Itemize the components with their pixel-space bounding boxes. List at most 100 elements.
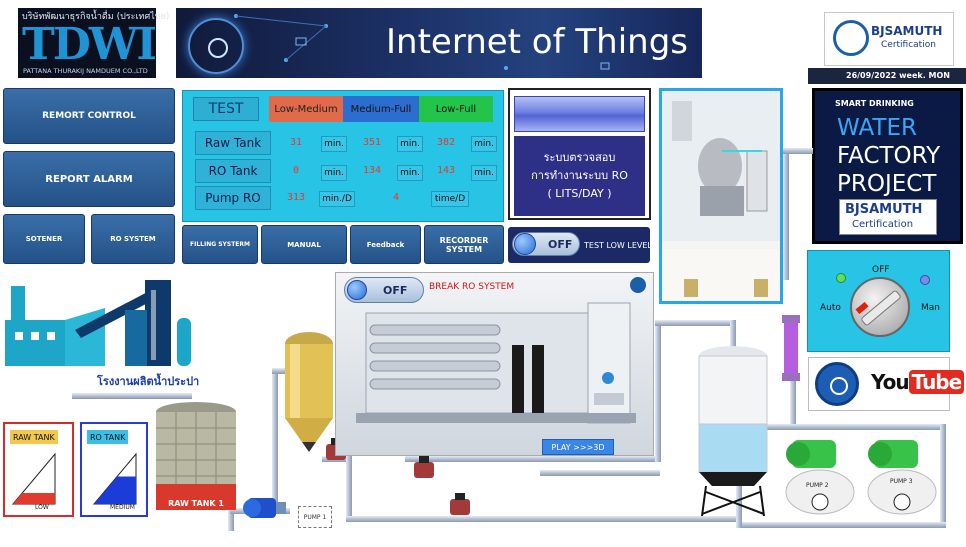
test-low-level-toggle[interactable]: OFF TEST LOW LEVEL [508, 227, 652, 263]
ro-tank-unit-2: min. [397, 165, 423, 181]
pump-ro-times-value: 4 [392, 191, 400, 203]
factory-caption: โรงงานผลิตน้ำประปา [97, 375, 200, 388]
water-factory-icon [5, 280, 191, 366]
selector-dial[interactable] [850, 277, 910, 337]
header-medium-full: Medium-Full [343, 96, 419, 122]
raw-tank-medium-full-value: 351 [362, 136, 382, 148]
pipe [272, 370, 278, 510]
date-display: 26/09/2022 week. MON [808, 68, 966, 84]
sotener-button[interactable]: SOTENER [3, 214, 85, 264]
raw-level-gauge [11, 452, 56, 505]
raw-tank-unit-3: min. [471, 136, 497, 152]
row-label-pump-ro: Pump RO [195, 186, 271, 210]
test-panel: TEST Low-Medium Medium-Full Low-Full Raw… [182, 90, 504, 222]
smart-tag: SMART DRINKING [835, 99, 914, 108]
selector-man-label: Man [921, 303, 940, 313]
pipe [790, 378, 796, 428]
smart-water-panel: SMART DRINKING WATER FACTORY PROJECT BJS… [812, 88, 963, 244]
ro-system-button[interactable]: RO SYSTEM [91, 214, 175, 264]
banner-title: Internet of Things [386, 22, 688, 62]
pump-1-icon [243, 498, 286, 518]
pump-ro-minutes-value: 313 [286, 191, 306, 203]
feedback-button[interactable]: Feedback [350, 225, 421, 264]
break-ro-label: BREAK RO SYSTEM [429, 282, 515, 292]
pipe [783, 150, 789, 280]
play-3d-button[interactable]: PLAY >>>3D [542, 439, 614, 455]
raw-tank-level-box: RAW TANK LOW [3, 422, 74, 517]
man-indicator-icon [920, 275, 930, 285]
pipe [540, 470, 660, 476]
youtube-you: You [871, 370, 910, 394]
raw-tank-unit-1: min. [321, 136, 347, 152]
remort-control-button[interactable]: REMORT CONTROL [3, 88, 175, 144]
selector-auto-label: Auto [820, 303, 841, 313]
test-low-level-label: TEST LOW LEVEL [584, 241, 652, 250]
pump-2-label: PUMP 2 [806, 482, 829, 489]
pump-ro-unit-2: time/D [431, 191, 469, 207]
pipe [736, 522, 946, 528]
smart-line-project: PROJECT [837, 171, 937, 197]
panel-logo-cert: Certification [852, 219, 914, 230]
ro-machine-view: OFF BREAK RO SYSTEM PLAY >>>3D [335, 272, 654, 456]
smart-line-factory: FACTORY [837, 143, 941, 169]
cert-sub: Certification [881, 40, 936, 50]
smart-line-water: WATER [837, 115, 917, 141]
manual-button[interactable]: MANUAL [261, 225, 347, 264]
pipe [405, 456, 655, 462]
bjsamuth-logo-panel: BJSAMUTH Certification [839, 199, 937, 235]
valve-icon [414, 456, 434, 478]
pipe [730, 320, 736, 350]
uv-filter-icon [782, 315, 800, 381]
ro-check-panel: ระบบตรวจสอบ การทำงานระบบ RO ( LITS/DAY ) [508, 88, 651, 220]
raw-tank-low-medium-value: 31 [289, 136, 303, 148]
camera-view [659, 88, 783, 304]
toggle-knob [514, 233, 536, 255]
pipe [346, 516, 736, 522]
header-low-medium: Low-Medium [269, 96, 343, 122]
pump-ro-unit-1: min./D [319, 191, 355, 207]
break-ro-toggle[interactable]: OFF [344, 277, 424, 303]
ro-tank-low-full-value: 143 [436, 164, 456, 176]
ro-tank-level-box: RO TANK MEDIUM [80, 422, 148, 517]
youtube-tube: Tube [908, 370, 965, 394]
bjsamuth-logo-top: BJSAMUTH Certification [824, 12, 954, 66]
ro-tank-medium-full-value: 134 [362, 164, 382, 176]
filling-system-button[interactable]: FILLING SYSTERM [182, 225, 258, 264]
raw-tank-1-label: RAW TANK 1 [160, 496, 232, 510]
raw-tank-label: RAW TANK [10, 430, 58, 444]
valve-icon [450, 493, 470, 515]
report-alarm-button[interactable]: REPORT ALARM [3, 151, 175, 207]
raw-tank-unit-2: min. [397, 136, 423, 152]
ro-check-line1: ระบบตรวจสอบ [543, 151, 616, 164]
toggle-knob [347, 280, 367, 300]
pump-1-label: PUMP 1 [298, 506, 332, 528]
timer-icon [815, 362, 859, 406]
ro-check-line2: การทำงานระบบ RO [531, 169, 628, 182]
company-thai-name: บริษัทพัฒนาธุรกิจน้ำดื่ม (ประเทศไทย) [22, 12, 170, 22]
ro-storage-tank [698, 346, 768, 517]
ro-tank-unit-3: min. [471, 165, 497, 181]
ro-machine-image [356, 277, 646, 424]
power-globe-icon [188, 18, 244, 74]
pipe [655, 320, 735, 326]
break-toggle-state: OFF [383, 284, 408, 297]
ro-tank-low-medium-value: 0 [292, 164, 300, 176]
recorder-system-button[interactable]: RECORDER SYSTEM [424, 225, 504, 264]
pump-3-label: PUMP 3 [890, 478, 913, 485]
cert-name: BJSAMUTH [871, 24, 943, 38]
bjsamuth-mark-icon [833, 20, 869, 56]
header-low-full: Low-Full [419, 96, 493, 122]
company-logo: บริษัทพัฒนาธุรกิจน้ำดื่ม (ประเทศไทย) TDW… [18, 8, 169, 78]
ro-level-bar [514, 96, 645, 132]
row-label-ro-tank: RO Tank [195, 159, 271, 183]
raw-tank-low-full-value: 382 [436, 136, 456, 148]
pump-2-icon [785, 440, 855, 515]
ro-check-button[interactable]: ระบบตรวจสอบ การทำงานระบบ RO ( LITS/DAY ) [514, 136, 645, 216]
pipe [940, 424, 946, 524]
raw-level-text: LOW [35, 504, 49, 511]
pressure-tank [285, 332, 333, 452]
pipe [783, 148, 813, 154]
